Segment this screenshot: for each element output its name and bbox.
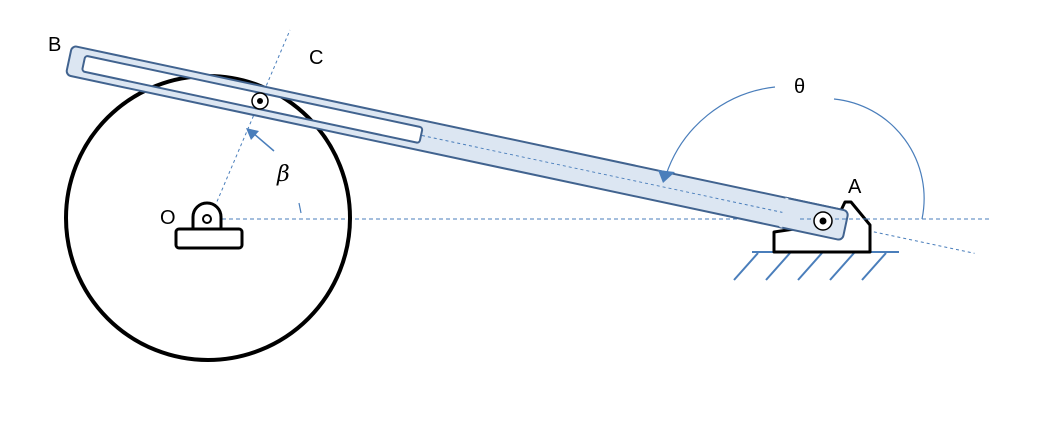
label-a: A [848,176,862,198]
label-b: B [48,34,62,56]
bar-centerline [421,135,975,254]
label-theta: θ [794,76,806,98]
label-c: C [309,47,324,69]
ground-hatching [733,252,887,281]
beta-angle-arc [252,132,275,152]
beta-angle-tick [298,202,302,214]
label-o: O [160,207,176,229]
beta-arrowhead-icon [246,128,259,140]
pin-c [251,92,269,110]
oc-reference-line [209,29,291,219]
pivot-support-a [733,196,899,281]
theta-arrowhead-icon [658,170,675,183]
pivot-support-o [174,201,244,250]
label-beta: β [277,162,290,187]
bar-body [65,45,849,241]
theta-angle-arc [833,98,925,220]
theta-angle-arc-left [665,86,776,176]
